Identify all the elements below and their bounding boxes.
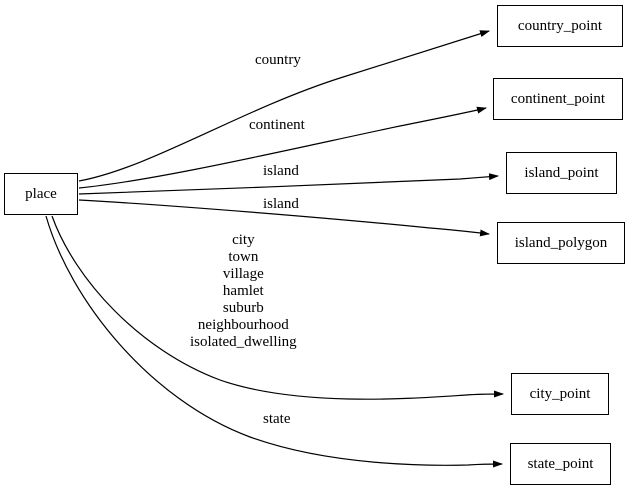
edge-label-island-polygon: island (263, 196, 299, 212)
node-place[interactable]: place (4, 173, 78, 215)
edge-label-country: country (255, 52, 301, 68)
node-place-label: place (25, 185, 57, 202)
edge-place-to-country-point (78, 30, 490, 182)
node-continent-point-label: continent_point (510, 90, 606, 107)
edge-place-to-continent-point (78, 106, 487, 189)
edge-place-to-city-point (51, 215, 504, 400)
edge-place-to-state-point (45, 215, 503, 468)
node-city-point-label: city_point (529, 385, 591, 402)
node-state-point-label: state_point (527, 455, 594, 472)
node-island-polygon-label: island_polygon (514, 234, 608, 251)
node-island-point[interactable]: island_point (506, 152, 617, 194)
edge-place-to-island-point (78, 173, 499, 195)
node-country-point-label: country_point (517, 17, 603, 34)
node-island-polygon[interactable]: island_polygon (497, 222, 625, 264)
node-city-point[interactable]: city_point (511, 373, 609, 415)
edge-place-to-island-polygon (78, 199, 490, 237)
node-country-point[interactable]: country_point (497, 5, 623, 47)
edge-label-state: state (263, 411, 291, 427)
node-island-point-label: island_point (524, 164, 599, 181)
edge-label-city-group: city town village hamlet suburb neighbou… (190, 232, 297, 350)
node-state-point[interactable]: state_point (510, 443, 611, 485)
node-continent-point[interactable]: continent_point (493, 78, 623, 120)
edge-label-island-point: island (263, 163, 299, 179)
edge-label-continent: continent (249, 117, 305, 133)
